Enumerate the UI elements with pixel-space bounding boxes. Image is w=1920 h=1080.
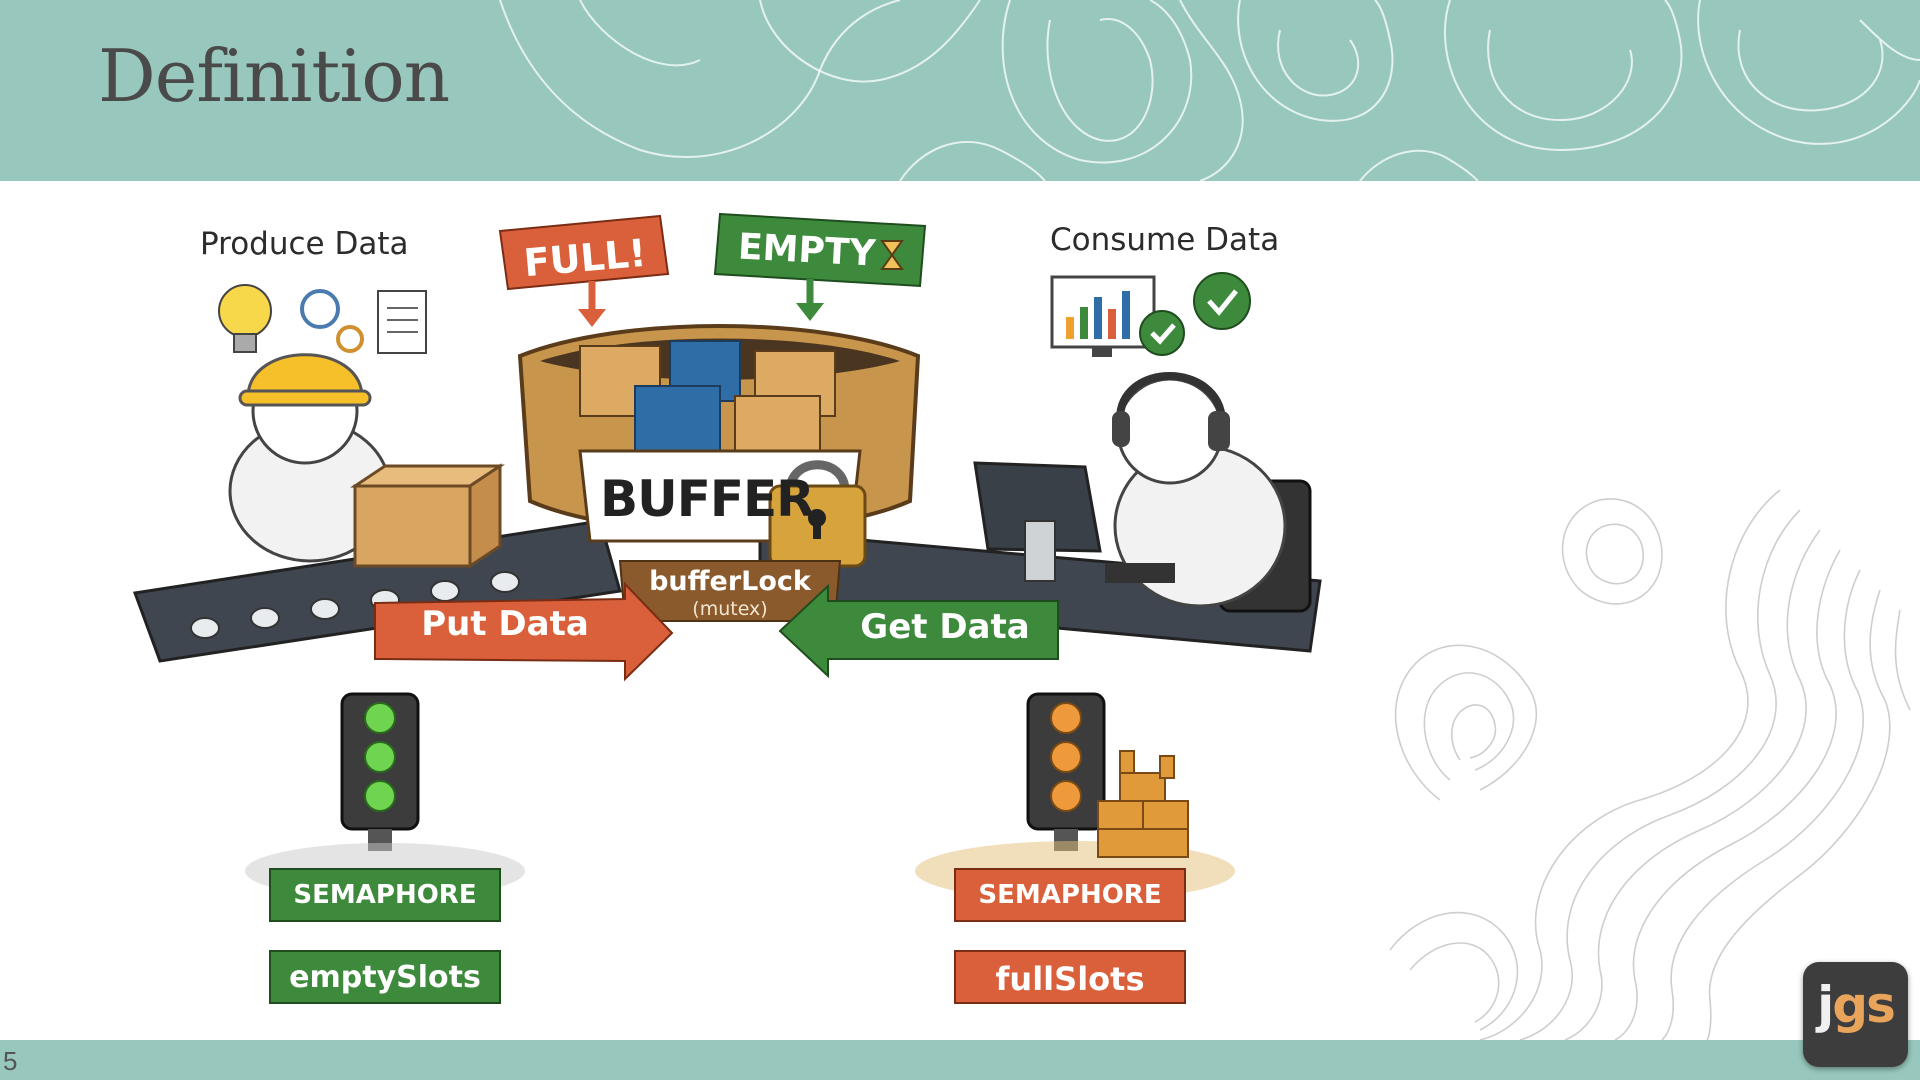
brick-stack-icon (1097, 750, 1189, 858)
gear-icon (300, 289, 364, 353)
lightbulb-icon (218, 284, 272, 353)
consume-data-label: Consume Data (1050, 222, 1280, 258)
slide-title: Definition (98, 34, 450, 118)
topographic-pattern (499, 0, 1920, 181)
producer-worker (228, 353, 505, 569)
full-slots-label: fullSlots (995, 960, 1145, 998)
footer-band (0, 1040, 1920, 1080)
buffer-text: BUFFER (600, 470, 815, 528)
bar-chart-icon (1050, 275, 1156, 357)
producer-consumer-illustration (132, 212, 1322, 1004)
full-slots-plate (954, 950, 1186, 1004)
check-icon (1139, 272, 1251, 356)
buffer-crate (517, 324, 921, 543)
buffer-lock-name: bufferLock (649, 566, 811, 597)
jgs-logo: jgs (1803, 962, 1908, 1067)
put-data-arrow (374, 581, 674, 682)
empty-tag-text: EMPTY (737, 226, 877, 275)
produce-data-label: Produce Data (200, 226, 409, 262)
conveyor-rollers (190, 571, 520, 639)
empty-slots-label: emptySlots (289, 960, 481, 995)
computer-monitor-icon (973, 461, 1175, 583)
empty-tag (713, 212, 927, 321)
get-data-label: Get Data (860, 607, 1030, 647)
semaphore-left-type: SEMAPHORE (293, 880, 477, 910)
logo-letter-j: j (1817, 976, 1834, 1034)
semaphore-right-plate (954, 868, 1186, 922)
semaphore-left-plate (269, 868, 501, 922)
document-icon (377, 290, 427, 354)
hourglass-icon (880, 240, 904, 270)
empty-slots-plate (269, 950, 501, 1004)
page-number: 5 (3, 1046, 18, 1076)
put-data-label: Put Data (421, 604, 589, 644)
full-tag (498, 214, 670, 327)
header-band: Definition (0, 0, 1920, 181)
topographic-decoration (1389, 489, 1911, 1040)
get-data-arrow (778, 583, 1059, 679)
logo-letters-gs: gs (1832, 976, 1896, 1034)
buffer-lock-type: (mutex) (692, 598, 768, 620)
semaphore-right-type: SEMAPHORE (978, 880, 1162, 910)
padlock-icon (768, 460, 867, 568)
